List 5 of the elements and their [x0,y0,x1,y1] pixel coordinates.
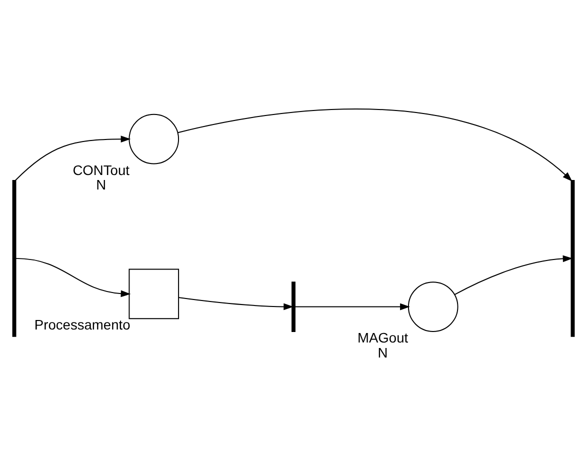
node-label: CONTout [72,161,130,178]
node-label: N [96,176,106,192]
node-label: N [378,344,388,360]
node-label: Processamento [34,316,130,332]
node-label: MAGout [357,329,408,346]
